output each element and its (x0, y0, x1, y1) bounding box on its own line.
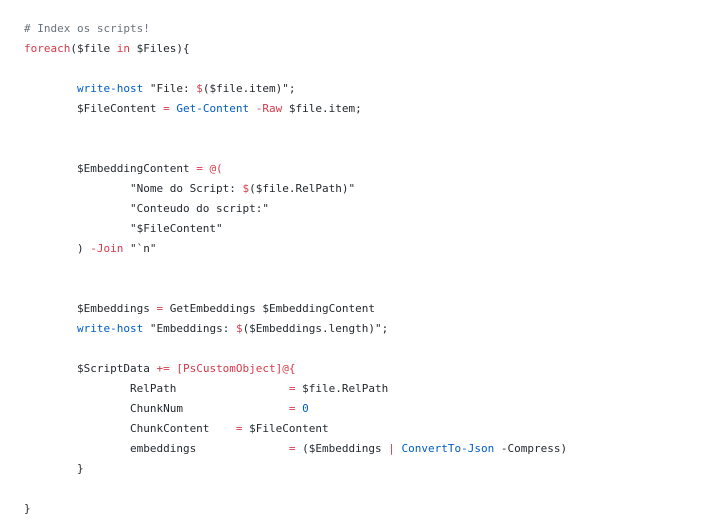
code-token-cmdlet: ConvertTo-Json (401, 442, 495, 455)
code-token-interp: $ (242, 182, 250, 195)
code-line: "Conteudo do script:" (24, 199, 725, 219)
code-line: $ScriptData += [PsCustomObject]@{ (24, 359, 725, 379)
code-token-plain: $ScriptData (24, 362, 157, 375)
code-token-string: "File: (143, 82, 197, 95)
code-token-plain: ) (24, 242, 91, 255)
code-line: $Embeddings = GetEmbeddings $EmbeddingCo… (24, 299, 725, 319)
code-token-op: @{ (282, 362, 296, 375)
code-token-op: = (288, 442, 296, 455)
code-token-plain: ChunkNum (24, 402, 289, 415)
code-line: # Index os scripts! (24, 19, 725, 39)
code-line: } (24, 459, 725, 479)
code-line: write-host "File: $($file.item)"; (24, 79, 725, 99)
code-token-string: ($file.item)"; (202, 82, 296, 95)
code-token-cmdlet: write-host (76, 322, 144, 335)
code-token-string: "$FileContent" (24, 222, 223, 235)
code-token-plain: $file.item; (282, 102, 362, 115)
code-token-plain: $Files){ (129, 42, 190, 55)
code-token-cmdlet: write-host (76, 82, 144, 95)
code-token-plain: ChunkContent (24, 422, 236, 435)
code-line: ChunkContent = $FileContent (24, 419, 725, 439)
code-token-plain: $FileContent (242, 422, 329, 435)
code-token-op: = (156, 302, 164, 315)
code-line (24, 119, 725, 139)
code-line: foreach($file in $Files){ (24, 39, 725, 59)
code-line: } (24, 499, 725, 519)
code-token-plain: -Compress) (494, 442, 568, 455)
code-token-plain: embeddings (24, 442, 289, 455)
code-token-plain: GetEmbeddings $EmbeddingContent (163, 302, 375, 315)
code-token-plain: $EmbeddingContent (24, 162, 197, 175)
code-token-plain: } (24, 462, 84, 475)
code-token-plain: ($file (70, 42, 117, 55)
code-line (24, 339, 725, 359)
code-line (24, 259, 725, 279)
code-token-op: = (288, 382, 296, 395)
code-token-interp: $ (235, 322, 243, 335)
code-line (24, 479, 725, 499)
code-line (24, 279, 725, 299)
code-token-cmdlet: Get-Content (176, 102, 250, 115)
code-token-plain (24, 322, 77, 335)
code-token-plain (249, 102, 256, 115)
code-token-op: = (235, 422, 243, 435)
code-line: "$FileContent" (24, 219, 725, 239)
code-token-op: -Raw (255, 102, 283, 115)
code-token-plain: } (24, 502, 31, 515)
code-token-number: 0 (302, 402, 309, 415)
code-token-plain: RelPath (24, 382, 289, 395)
code-line: ChunkNum = 0 (24, 399, 725, 419)
code-token-op: = (196, 162, 203, 175)
code-token-op: @( (209, 162, 223, 175)
code-token-comment: # Index os scripts! (24, 22, 150, 35)
code-token-plain (395, 442, 402, 455)
code-token-op: -Join (90, 242, 124, 255)
code-token-op: += (156, 362, 170, 375)
code-line: $FileContent = Get-Content -Raw $file.it… (24, 99, 725, 119)
code-line: embeddings = ($Embeddings | ConvertTo-Js… (24, 439, 725, 459)
code-token-string: ($Embeddings.length)"; (242, 322, 389, 335)
code-line (24, 139, 725, 159)
code-token-interp: $ (196, 82, 203, 95)
code-line: ) -Join "`n" (24, 239, 725, 259)
code-token-string: "Embeddings: (143, 322, 236, 335)
code-line (24, 59, 725, 79)
code-token-type: [PsCustomObject] (176, 362, 283, 375)
code-token-plain (24, 82, 77, 95)
code-token-plain: $FileContent (24, 102, 164, 115)
code-token-keyword: in (116, 42, 130, 55)
code-token-op: = (163, 102, 170, 115)
code-line: $EmbeddingContent = @( (24, 159, 725, 179)
code-token-op: = (288, 402, 296, 415)
code-line: "Nome do Script: $($file.RelPath)" (24, 179, 725, 199)
code-token-string: "`n" (123, 242, 157, 255)
code-token-op: | (388, 442, 395, 455)
code-token-plain: ($Embeddings (295, 442, 389, 455)
code-token-string: "Nome do Script: (24, 182, 243, 195)
code-token-keyword: foreach (24, 42, 71, 55)
code-token-plain: $Embeddings (24, 302, 157, 315)
code-token-plain: $file.RelPath (295, 382, 389, 395)
code-token-string: ($file.RelPath)" (249, 182, 356, 195)
code-token-string: "Conteudo do script:" (24, 202, 270, 215)
code-line: RelPath = $file.RelPath (24, 379, 725, 399)
code-line: write-host "Embeddings: $($Embeddings.le… (24, 319, 725, 339)
